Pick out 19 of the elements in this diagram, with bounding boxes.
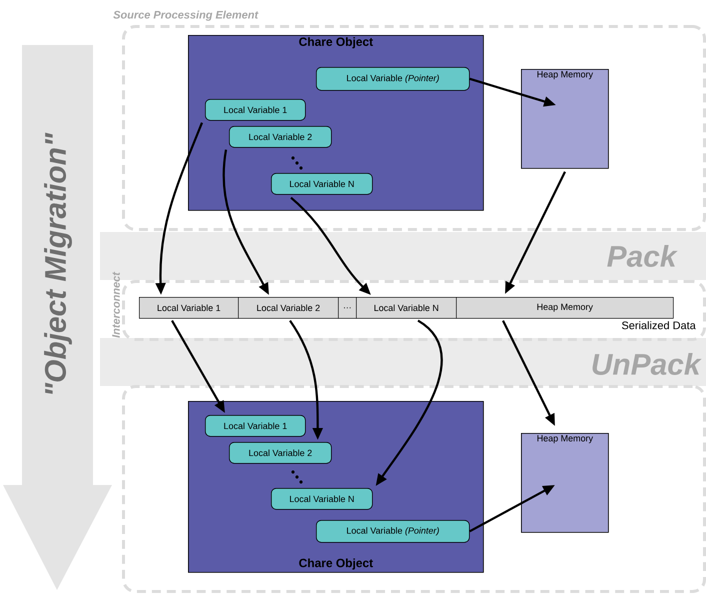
variable-box: Local Variable 1 [205,415,306,437]
variable-box: Local Variable 1 [205,99,306,121]
stage-label: Pack [607,245,678,267]
variable-box: Local Variable 2 [229,442,332,464]
data-cell: … [338,297,357,319]
variable-box: Local Variable 2 [229,126,332,148]
variable-box: Local Variable (Pointer) [316,67,470,91]
node-label: Source Processing Element [113,10,259,21]
variable-box: Local Variable N [271,173,373,195]
node-label: Interconnect [112,272,120,338]
heap-memory-box: Heap Memory [521,69,609,169]
heap-memory-box: Heap Memory [521,433,609,533]
variable-box: Local Variable N [271,488,373,510]
data-caption: Serialized Data [622,321,696,330]
data-cell: Local Variable 1 [139,297,239,319]
stage-label: UnPack [592,353,702,375]
variable-box: Local Variable (Pointer) [316,520,470,543]
title-text: "Object Migration" [44,132,72,394]
dashed-region [122,385,706,593]
